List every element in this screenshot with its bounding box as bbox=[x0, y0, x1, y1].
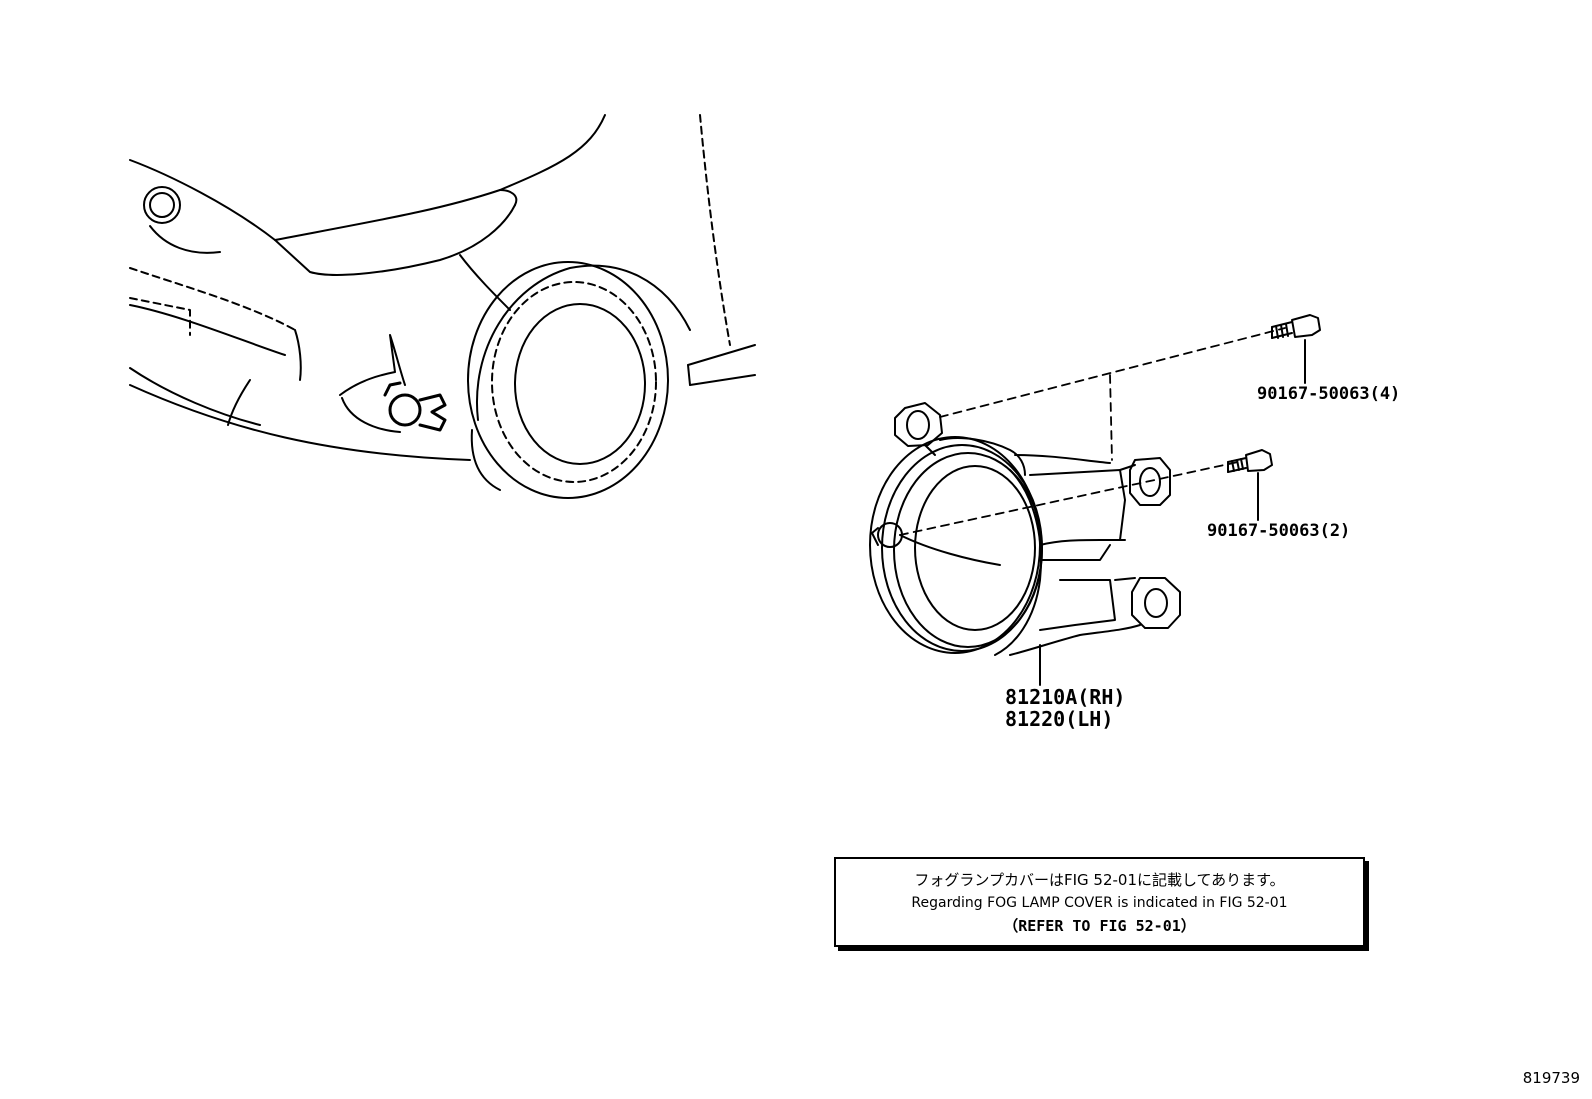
callout-lines bbox=[1039, 339, 1306, 686]
note-line-english: Regarding FOG LAMP COVER is indicated in… bbox=[911, 895, 1288, 911]
lamp-lh-part-number: 81220(LH) bbox=[1005, 707, 1114, 731]
reference-note: フォグランプカバーはFIG 52-01に記載してあります。 Regarding … bbox=[834, 857, 1365, 947]
lamp-rh-part-number: 81210A(RH) bbox=[1005, 685, 1126, 709]
bolt-icon bbox=[1271, 314, 1321, 339]
note-line-japanese: フォグランプカバーはFIG 52-01に記載してあります。 bbox=[914, 871, 1285, 889]
bolt-upper-part-number: 90167-50063(4) bbox=[1257, 384, 1401, 404]
leader-lines bbox=[899, 327, 1286, 536]
figure-id: 819739 bbox=[1522, 1069, 1580, 1087]
note-line-refer: （REFER TO FIG 52-01） bbox=[1003, 917, 1196, 935]
car-front-bumper-icon bbox=[129, 114, 756, 499]
fog-lamp-assembly-icon bbox=[869, 402, 1181, 656]
bolt-lower-part-number: 90167-50063(2) bbox=[1207, 521, 1351, 541]
bolt-icon bbox=[1227, 449, 1273, 473]
